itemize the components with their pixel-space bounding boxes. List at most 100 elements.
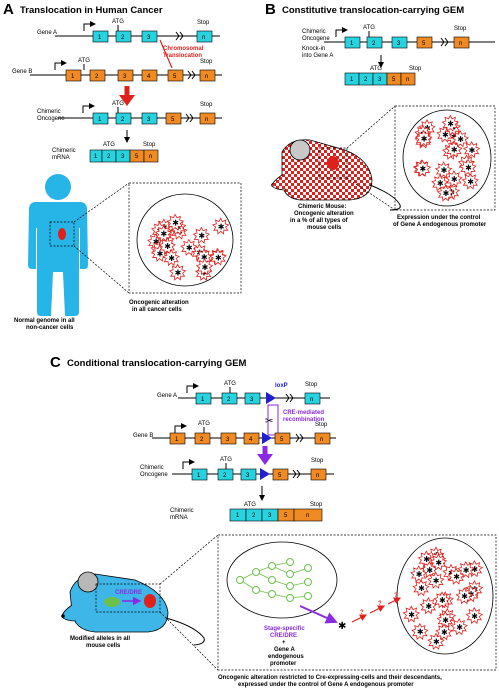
gene-b-label: Gene B xyxy=(12,69,32,75)
loxp-label: loxP xyxy=(275,383,288,389)
mrna-label: mRNA xyxy=(170,515,188,521)
break-icon xyxy=(187,70,196,80)
cell-nucleus: ✱ xyxy=(457,135,464,144)
lineage-cell xyxy=(268,562,276,570)
exon-label: 2 xyxy=(223,473,227,479)
mouse-ear xyxy=(289,139,311,161)
exon-4 xyxy=(243,432,260,445)
loxp-icon xyxy=(266,392,276,404)
oncogene-label: Oncogene xyxy=(302,36,330,42)
exon-label: n xyxy=(205,74,208,80)
exon-n xyxy=(196,30,213,43)
cell-nucleus: ✱ xyxy=(433,638,440,647)
stop-label: Stop xyxy=(409,66,422,72)
exon-label: 5 xyxy=(173,74,177,80)
panel-c-letter: C xyxy=(50,354,61,371)
expression-caption: Expression under the control xyxy=(397,215,481,221)
exon-3 xyxy=(244,392,261,405)
mrna-label: mRNA xyxy=(52,155,70,161)
cell-nucleus: ✱ xyxy=(202,263,209,272)
gene-b-label: Gene B xyxy=(133,433,153,439)
zoom-panel xyxy=(394,105,496,211)
cancer-cell xyxy=(435,623,453,641)
exon-n xyxy=(199,112,216,125)
zoom-box xyxy=(318,147,348,179)
zoom-box xyxy=(95,583,161,613)
tumor-spot xyxy=(58,228,66,240)
cell-nucleus: ✱ xyxy=(451,175,458,184)
exon-label: 3 xyxy=(121,154,125,160)
recombination-label: recombination xyxy=(283,417,325,423)
exon-label: 5 xyxy=(280,437,284,443)
chimeric-mouse-caption: mouse cells xyxy=(307,225,342,231)
exon-label: 5 xyxy=(422,41,426,47)
exon-3 xyxy=(141,30,158,43)
exon-label: 4 xyxy=(249,437,253,443)
atg-label: ATG xyxy=(112,101,124,107)
chimeric-mouse-caption: in a % of all types of xyxy=(290,218,349,224)
transformed-cell: ✱ xyxy=(338,621,346,632)
tumor-spot xyxy=(327,156,339,170)
exon-label: n xyxy=(316,473,319,479)
exon-label: 3 xyxy=(147,117,151,123)
exon-label: 1 xyxy=(175,437,179,443)
cell-nucleus: ✱ xyxy=(453,572,460,581)
exon-label: 2 xyxy=(95,74,99,80)
chimeric-label: Chimeric xyxy=(302,29,326,35)
cancer-cell xyxy=(450,618,468,636)
cell-nucleus: ✱ xyxy=(425,602,432,611)
exon-3 xyxy=(141,112,158,125)
cancer-cell xyxy=(412,579,430,597)
exon-label: 1 xyxy=(236,513,240,519)
cancer-cell xyxy=(429,553,448,571)
exon-5 xyxy=(167,69,184,82)
exon-1 xyxy=(191,468,208,481)
chimeric-label: Chimeric xyxy=(37,109,61,115)
mrna-exon-n xyxy=(143,149,159,163)
panel-b-title: Constitutive translocation-carrying GEM xyxy=(282,5,464,16)
exon-label: 3 xyxy=(246,473,250,479)
exon-label: 2 xyxy=(227,397,231,403)
human-figure: ✱✱✱✱✱✱✱✱✱✱✱✱✱✱✱✱✱✱✱✱✱✱ Normal genome in … xyxy=(14,174,242,331)
exon-label: n xyxy=(202,35,205,41)
human-body xyxy=(28,202,88,316)
cancer-cell xyxy=(462,140,481,159)
modified-caption: mouse cells xyxy=(86,643,121,649)
cancer-cell xyxy=(180,238,198,256)
chimeric-label: Chimeric xyxy=(140,465,164,471)
translocation-label: Translocation xyxy=(163,53,202,59)
lineage-cell xyxy=(236,576,244,584)
exon-n xyxy=(453,36,470,49)
exon-label: 2 xyxy=(200,437,204,443)
cancer-cell xyxy=(413,159,432,177)
chimeric-label: Chimeric xyxy=(52,148,76,154)
cell-nucleus: ✱ xyxy=(471,565,478,574)
cell-nucleus: ✱ xyxy=(172,219,179,228)
cancer-cell xyxy=(434,161,453,179)
mouse-nose xyxy=(61,614,65,618)
exon-label: 3 xyxy=(397,41,401,47)
break-icon xyxy=(175,31,184,41)
cell-nucleus: ✱ xyxy=(201,269,208,278)
oncogene-label: Oncogene xyxy=(140,472,168,478)
mrna-exon-n xyxy=(293,508,323,522)
cell-nucleus: ✱ xyxy=(215,253,222,262)
exon-1 xyxy=(92,112,109,125)
cell-nucleus: ✱ xyxy=(437,179,444,188)
atg-label: ATG xyxy=(224,381,236,387)
exon-2 xyxy=(89,69,106,82)
cell-nucleus: ✱ xyxy=(463,566,470,575)
cell-nucleus: ✱ xyxy=(157,250,164,259)
cell-nucleus: ✱ xyxy=(186,244,193,253)
lineage-cell xyxy=(268,576,276,584)
zoom-panel xyxy=(128,182,242,294)
break-icon xyxy=(292,469,301,479)
cancer-cells-cluster: ✱✱✱✱✱✱✱✱✱✱✱✱✱✱✱✱✱✱✱✱✱✱✱✱✱✱ xyxy=(402,546,484,650)
question-mark: ? xyxy=(360,610,364,616)
promoter-arrow-icon xyxy=(182,459,195,469)
promoter-arrow-icon xyxy=(54,60,67,70)
cell-nucleus: ✱ xyxy=(417,628,424,637)
stop-label: Stop xyxy=(197,20,210,26)
cell-nucleus: ✱ xyxy=(456,623,463,632)
exon-label: 3 xyxy=(250,397,254,403)
